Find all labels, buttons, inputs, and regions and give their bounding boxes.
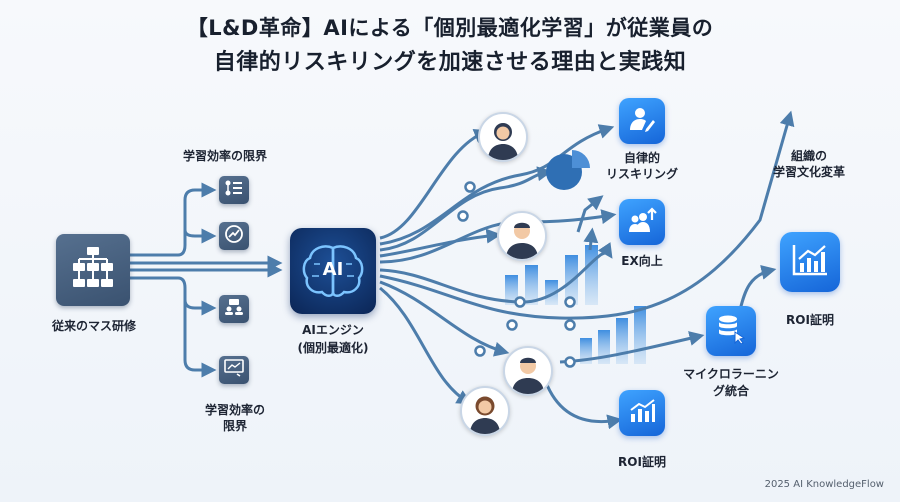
- flowchart-icon: [224, 179, 244, 201]
- trend-icon: [224, 224, 244, 248]
- roi-right-label: ROI証明: [786, 313, 834, 327]
- limit-label-top: 学習効率の限界: [182, 149, 267, 163]
- ex-box: [619, 199, 665, 245]
- flowchart-box: [219, 176, 249, 204]
- presentation-box: [219, 295, 249, 323]
- avatar-woman-bottom: [460, 386, 510, 436]
- micro-learning-label-1: マイクロラーニン: [683, 367, 779, 381]
- page-title-line1: 【L&D革命】AIによる「個別最適化学習」が従業員の: [186, 16, 714, 40]
- left-flows: [130, 182, 283, 378]
- growth-chart-icon: [791, 243, 829, 281]
- roi-bottom-label: ROI証明: [618, 455, 666, 469]
- whiteboard-icon: [224, 359, 244, 381]
- culture-label-1: 組織の: [790, 149, 827, 163]
- traditional-training-label: 従来のマス研修: [51, 319, 136, 333]
- limit-label-bottom-1: 学習効率の: [204, 403, 265, 417]
- micro-learning-label-2: グ統合: [712, 384, 749, 398]
- flow-nodes: [457, 181, 576, 368]
- whiteboard-box: [219, 356, 249, 384]
- reskilling-label-2: リスキリング: [605, 167, 678, 181]
- reskilling-box: [619, 98, 665, 144]
- roi-bottom-box: [619, 390, 665, 436]
- brain-ai-icon: AI: [300, 242, 366, 300]
- micro-learning-box: [706, 306, 756, 356]
- ex-label: EX向上: [621, 254, 663, 268]
- team-up-icon: [627, 207, 657, 237]
- database-click-icon: [716, 314, 746, 348]
- avatar-woman-top: [478, 112, 528, 162]
- ai-engine-label-2: (個別最適化): [297, 341, 369, 355]
- culture-label-2: 学習文化変革: [772, 165, 845, 179]
- ai-icon-text: AI: [322, 259, 344, 280]
- limit-label-bottom-2: 限界: [222, 419, 247, 433]
- reskilling-label-1: 自律的: [623, 151, 660, 165]
- avatar-man-lower: [503, 346, 553, 396]
- page-title-line2: 自律的リスキリングを加速させる理由と実践知: [213, 50, 687, 75]
- pie-chart-icon: [546, 150, 590, 190]
- traditional-training-box: [56, 234, 130, 306]
- ai-engine-label-1: AIエンジン: [302, 323, 364, 337]
- presentation-icon: [224, 298, 244, 320]
- bar-chart-icon: [628, 398, 656, 428]
- credit-text: 2025 AI KnowledgeFlow: [764, 479, 884, 490]
- trend-box: [219, 222, 249, 250]
- hierarchy-icon: [69, 245, 117, 295]
- roi-right-box: [780, 232, 840, 292]
- user-edit-icon: [628, 105, 656, 137]
- ai-engine-box: AI: [290, 228, 376, 314]
- avatar-man-middle: [497, 211, 547, 261]
